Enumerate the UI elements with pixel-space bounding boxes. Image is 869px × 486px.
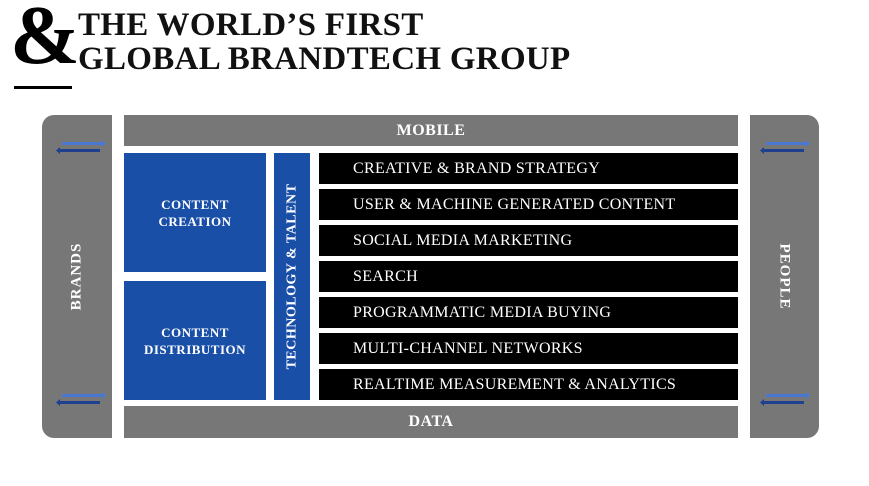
mobile-label: MOBILE bbox=[396, 121, 466, 139]
service-label: REALTIME MEASUREMENT & ANALYTICS bbox=[353, 375, 677, 393]
data-bar: DATA bbox=[124, 406, 738, 438]
title-underline bbox=[14, 86, 72, 89]
double-arrow-icon bbox=[56, 392, 106, 406]
service-label: PROGRAMMATIC MEDIA BUYING bbox=[353, 303, 612, 321]
left-divider bbox=[112, 115, 124, 438]
service-label: SOCIAL MEDIA MARKETING bbox=[353, 231, 573, 249]
service-row: SEARCH bbox=[319, 261, 738, 292]
content-distribution-line-1: CONTENT bbox=[161, 324, 229, 340]
service-label: CREATIVE & BRAND STRATEGY bbox=[353, 159, 601, 177]
service-row: SOCIAL MEDIA MARKETING bbox=[319, 225, 738, 256]
service-label: MULTI-CHANNEL NETWORKS bbox=[353, 339, 583, 357]
content-creation-box: CONTENT CREATION bbox=[124, 153, 266, 272]
service-label: USER & MACHINE GENERATED CONTENT bbox=[353, 195, 676, 213]
service-row: CREATIVE & BRAND STRATEGY bbox=[319, 153, 738, 184]
ampersand-logo: & bbox=[10, 0, 80, 82]
mobile-bar: MOBILE bbox=[124, 115, 738, 146]
technology-talent-label: TECHNOLOGY & TALENT bbox=[284, 183, 300, 370]
page-title: THE WORLD’S FIRST GLOBAL BRANDTECH GROUP bbox=[78, 8, 571, 76]
content-distribution-box: CONTENT DISTRIBUTION bbox=[124, 281, 266, 400]
title-line-1: THE WORLD’S FIRST bbox=[78, 7, 424, 43]
service-row: USER & MACHINE GENERATED CONTENT bbox=[319, 189, 738, 220]
title-line-2: GLOBAL BRANDTECH GROUP bbox=[78, 41, 571, 77]
brands-column: BRANDS bbox=[42, 115, 112, 438]
double-arrow-icon bbox=[56, 140, 106, 154]
right-divider bbox=[738, 115, 750, 438]
service-row: PROGRAMMATIC MEDIA BUYING bbox=[319, 297, 738, 328]
double-arrow-icon bbox=[760, 140, 810, 154]
technology-talent-box: TECHNOLOGY & TALENT bbox=[274, 153, 310, 400]
service-label: SEARCH bbox=[353, 267, 418, 285]
content-creation-line-1: CONTENT bbox=[161, 196, 229, 212]
people-column: PEOPLE bbox=[750, 115, 819, 438]
content-distribution-line-2: DISTRIBUTION bbox=[143, 341, 247, 357]
brands-label: BRANDS bbox=[68, 242, 85, 311]
content-creation-line-2: CREATION bbox=[158, 213, 232, 229]
people-label: PEOPLE bbox=[776, 243, 793, 310]
data-label: DATA bbox=[408, 413, 454, 430]
service-row: MULTI-CHANNEL NETWORKS bbox=[319, 333, 738, 364]
service-row: REALTIME MEASUREMENT & ANALYTICS bbox=[319, 369, 738, 400]
double-arrow-icon bbox=[760, 392, 810, 406]
